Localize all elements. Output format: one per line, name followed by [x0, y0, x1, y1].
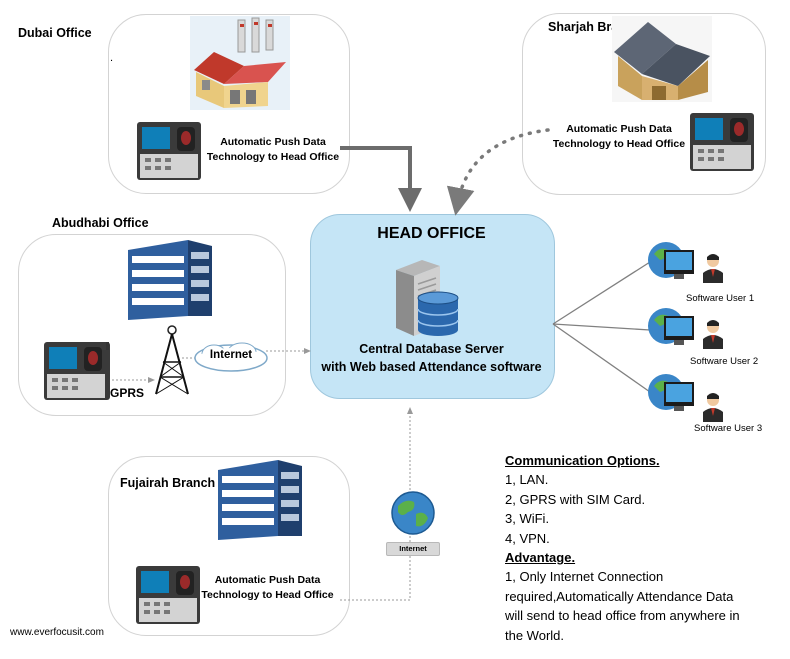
- user-computer-icon: [648, 242, 694, 279]
- dubai-arrow: [340, 146, 422, 212]
- communication-option: 2, GPRS with SIM Card.: [505, 491, 646, 507]
- user1-link: [552, 261, 651, 325]
- sharjah-dotted-arrow: [446, 128, 550, 216]
- factory-icon: [190, 16, 290, 110]
- fujairah-caption: Automatic Push Data Technology to Head O…: [195, 573, 340, 603]
- communication-option: 4, VPN.: [505, 530, 550, 546]
- communication-heading: Communication Options.: [505, 453, 660, 468]
- caption-line: Technology to Head Office: [552, 138, 686, 150]
- caption-line: Technology to Head Office: [201, 589, 334, 601]
- sharjah-caption: Automatic Push Data Technology to Head O…: [545, 122, 693, 152]
- dubai-mark: .: [110, 52, 114, 64]
- attendance-device-icon: [136, 566, 200, 624]
- user-computer-icon: [648, 374, 694, 411]
- internet-globe-label: Internet: [386, 542, 440, 556]
- gprs-label: GPRS: [110, 386, 145, 400]
- dubai-caption: Automatic Push Data Technology to Head O…: [198, 135, 348, 165]
- software-user-2-label: Software User 2: [690, 356, 759, 367]
- caption-line: Automatic Push Data: [214, 574, 321, 586]
- gprs-tower-icon: [155, 325, 189, 395]
- head-office-server-caption: Central Database Server with Web based A…: [310, 340, 553, 376]
- attendance-device-icon: [44, 342, 110, 400]
- caption-line: Automatic Push Data: [220, 136, 326, 148]
- user-avatar-icon: [703, 254, 723, 283]
- software-user-3-label: Software User 3: [694, 423, 763, 434]
- user3-link: [552, 323, 651, 393]
- website-url: www.everfocusit.com: [10, 627, 104, 638]
- server-line: with Web based Attendance software: [321, 360, 542, 374]
- caption-line: Automatic Push Data: [566, 123, 672, 135]
- advantage-heading: Advantage.: [505, 550, 576, 566]
- internet-cloud-label: Internet: [209, 349, 253, 361]
- user-computer-icon: [648, 308, 694, 345]
- fujairah-link: [340, 407, 413, 601]
- software-user-1-label: Software User 1: [686, 293, 755, 304]
- abudhabi-office-title: Abudhabi Office: [52, 216, 149, 230]
- attendance-device-icon: [137, 122, 201, 180]
- dubai-office-title: Dubai Office: [18, 26, 92, 40]
- branch-building-icon: [218, 460, 302, 540]
- user-avatar-icon: [703, 320, 723, 349]
- advantage-line: will send to head office from anywhere i…: [505, 608, 740, 624]
- communication-option: 3, WiFi.: [505, 511, 550, 527]
- user-avatar-icon: [703, 393, 723, 422]
- internet-globe-icon: [391, 491, 435, 535]
- user2-link: [552, 323, 651, 331]
- office-building-icon: [128, 240, 212, 320]
- internet-cloud-icon: [194, 342, 268, 372]
- database-server-icon: [396, 260, 459, 336]
- advantage-line: the World.: [505, 627, 565, 643]
- communication-notes: Communication Options. 1, LAN. 2, GPRS w…: [505, 451, 785, 645]
- server-line: Central Database Server: [359, 342, 504, 356]
- advantage-line: 1, Only Internet Connection: [505, 569, 664, 585]
- caption-line: Technology to Head Office: [206, 151, 340, 163]
- fujairah-office-title: Fujairah Branch: [120, 476, 216, 490]
- head-office-title: HEAD OFFICE: [377, 225, 486, 242]
- communication-option: 1, LAN.: [505, 472, 549, 488]
- warehouse-icon: [612, 16, 712, 102]
- attendance-device-icon: [690, 113, 754, 171]
- advantage-line: required,Automatically Attendance Data: [505, 588, 734, 604]
